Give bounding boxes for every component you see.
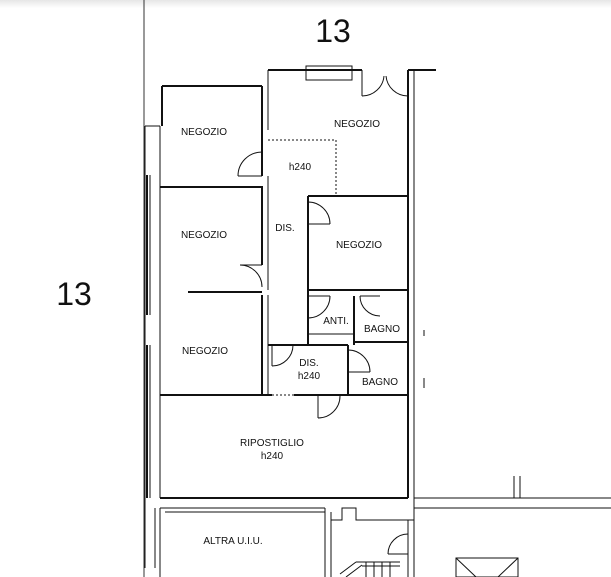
room-label-altra-uiu: ALTRA U.I.U. (203, 536, 262, 547)
room-label-anti: ANTI. (323, 316, 349, 327)
room-label-negozio-1: NEGOZIO (181, 127, 227, 138)
exterior-walls (144, 65, 611, 577)
room-label-dis-small: DIS. (299, 358, 318, 369)
lower-area (160, 507, 611, 577)
room-label-h240-top: h240 (289, 162, 312, 173)
room-label-negozio-5: NEGOZIO (182, 346, 228, 357)
room-label-bagno-2: BAGNO (362, 377, 398, 388)
room-label-dis-main: DIS. (275, 223, 294, 234)
sheet-number-top: 13 (315, 13, 351, 49)
room-label-dis-small-height: h240 (298, 371, 321, 382)
room-label-negozio-2: NEGOZIO (334, 119, 380, 130)
room-label-bagno-1: BAGNO (364, 324, 400, 335)
room-label-ripostiglio-height: h240 (261, 451, 284, 462)
doors (237, 70, 409, 419)
sheet-number-left: 13 (56, 276, 92, 312)
room-label-ripostiglio: RIPOSTIGLIO (240, 438, 304, 449)
interior-walls (160, 86, 408, 396)
stair-steps (339, 561, 400, 577)
room-label-negozio-3: NEGOZIO (181, 230, 227, 241)
room-label-negozio-4: NEGOZIO (336, 240, 382, 251)
top-shadow (0, 0, 611, 8)
